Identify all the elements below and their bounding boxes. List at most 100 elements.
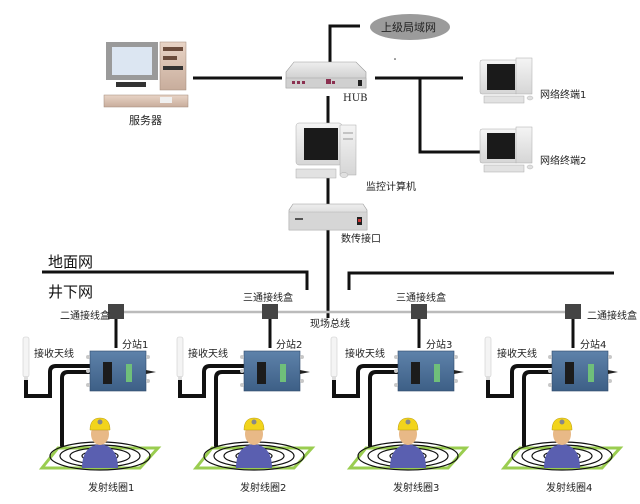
monitor-computer[interactable] <box>295 122 357 179</box>
miner-lamp <box>559 419 565 425</box>
connector-right <box>454 355 458 359</box>
connector-left <box>548 355 552 359</box>
server-label: 服务器 <box>129 114 162 127</box>
junction-box-label-4: 二通接线盒 <box>587 311 637 322</box>
hub-label: HUB <box>343 93 368 104</box>
connector-right <box>608 355 612 359</box>
upper-lan-cloud[interactable] <box>370 14 450 40</box>
connector-left <box>394 383 398 387</box>
substation-group-4 <box>484 318 624 471</box>
cable-gland <box>608 370 618 374</box>
terminal-2-label: 网络终端2 <box>540 156 587 167</box>
substation-group-2 <box>176 318 316 471</box>
substation-indicator <box>434 364 440 382</box>
network-terminal-1[interactable] <box>479 57 534 104</box>
coil-label-3: 发射线圈3 <box>393 483 440 494</box>
junction-box-2[interactable] <box>262 304 278 319</box>
substation-label-2: 分站2 <box>276 340 303 351</box>
junction-box-4[interactable] <box>565 304 581 319</box>
substation-display <box>257 362 266 384</box>
substation-indicator <box>280 364 286 382</box>
connector-left <box>394 355 398 359</box>
above-ground-zone-label: 地面网 <box>48 253 94 271</box>
terminal-1-label: 网络终端1 <box>540 90 587 101</box>
substation-indicator <box>126 364 132 382</box>
coil-mat <box>192 446 316 470</box>
connector-left <box>240 355 244 359</box>
miner-shirt <box>544 444 580 468</box>
connector-left <box>240 383 244 387</box>
antenna-label-3: 接收天线 <box>345 349 385 360</box>
coil-label-1: 发射线圈1 <box>88 483 135 494</box>
antenna-base <box>24 376 28 380</box>
junction-box-label-3: 三通接线盒 <box>396 293 446 304</box>
connector-right <box>146 355 150 359</box>
antenna-icon <box>484 336 492 378</box>
substation-group-1 <box>22 318 162 471</box>
coil-cable <box>60 370 90 448</box>
miner-icon <box>544 417 580 468</box>
cable-gland <box>146 370 156 374</box>
miner-icon <box>236 417 272 468</box>
coil-mat <box>38 446 162 470</box>
miner-shirt <box>82 444 118 468</box>
upper-lan-label: 上级局域网 <box>381 21 436 34</box>
fieldbus-label: 现场总线 <box>310 319 350 330</box>
antenna-icon <box>22 336 30 378</box>
substation-box[interactable] <box>394 350 464 392</box>
hub-device[interactable] <box>285 61 367 89</box>
miner-icon <box>82 417 118 468</box>
server-computer[interactable] <box>103 41 189 108</box>
substation-box[interactable] <box>548 350 618 392</box>
connector-left <box>548 383 552 387</box>
substation-display <box>103 362 112 384</box>
connector-right <box>300 379 304 383</box>
junction-box-3[interactable] <box>411 304 427 319</box>
substation-label-4: 分站4 <box>580 340 607 351</box>
coil-cable <box>214 370 244 448</box>
cable-hub-terminals <box>375 76 480 154</box>
miner-shirt <box>390 444 426 468</box>
coil-cable <box>522 370 552 448</box>
connector-left <box>86 383 90 387</box>
monitor-computer-label: 监控计算机 <box>366 182 416 193</box>
antenna-label-4: 接收天线 <box>497 349 537 360</box>
antenna-base <box>332 376 336 380</box>
substation-display <box>411 362 420 384</box>
antenna-label-1: 接收天线 <box>34 349 74 360</box>
coil-mat <box>500 446 624 470</box>
cable-gland <box>300 370 310 374</box>
substation-body <box>243 350 301 392</box>
cable-gland <box>454 370 464 374</box>
data-interface-device[interactable] <box>288 203 368 231</box>
connector-left <box>548 369 552 373</box>
substation-label-1: 分站1 <box>122 340 149 351</box>
substation-indicator <box>588 364 594 382</box>
connector-left <box>86 355 90 359</box>
connector-right <box>608 379 612 383</box>
antenna-base <box>486 376 490 380</box>
substation-group-3 <box>330 318 470 471</box>
substation-box[interactable] <box>240 350 310 392</box>
substation-box[interactable] <box>86 350 156 392</box>
connector-left <box>240 369 244 373</box>
underground-zone-label: 井下网 <box>48 283 94 301</box>
miner-shirt <box>236 444 272 468</box>
network-terminal-2[interactable] <box>479 126 534 173</box>
ground-cables <box>42 24 614 318</box>
connector-right <box>300 355 304 359</box>
antenna-base <box>178 376 182 380</box>
junction-box-label-1: 二通接线盒 <box>60 311 110 322</box>
connector-right <box>146 379 150 383</box>
miner-icon <box>390 417 426 468</box>
substation-body <box>397 350 455 392</box>
junction-box-label-2: 三通接线盒 <box>243 293 293 304</box>
miner-lamp <box>97 419 103 425</box>
connector-left <box>86 369 90 373</box>
coil-mat <box>346 446 470 470</box>
connector-left <box>394 369 398 373</box>
junction-box-1[interactable] <box>108 304 124 319</box>
antenna-cable <box>24 364 90 398</box>
